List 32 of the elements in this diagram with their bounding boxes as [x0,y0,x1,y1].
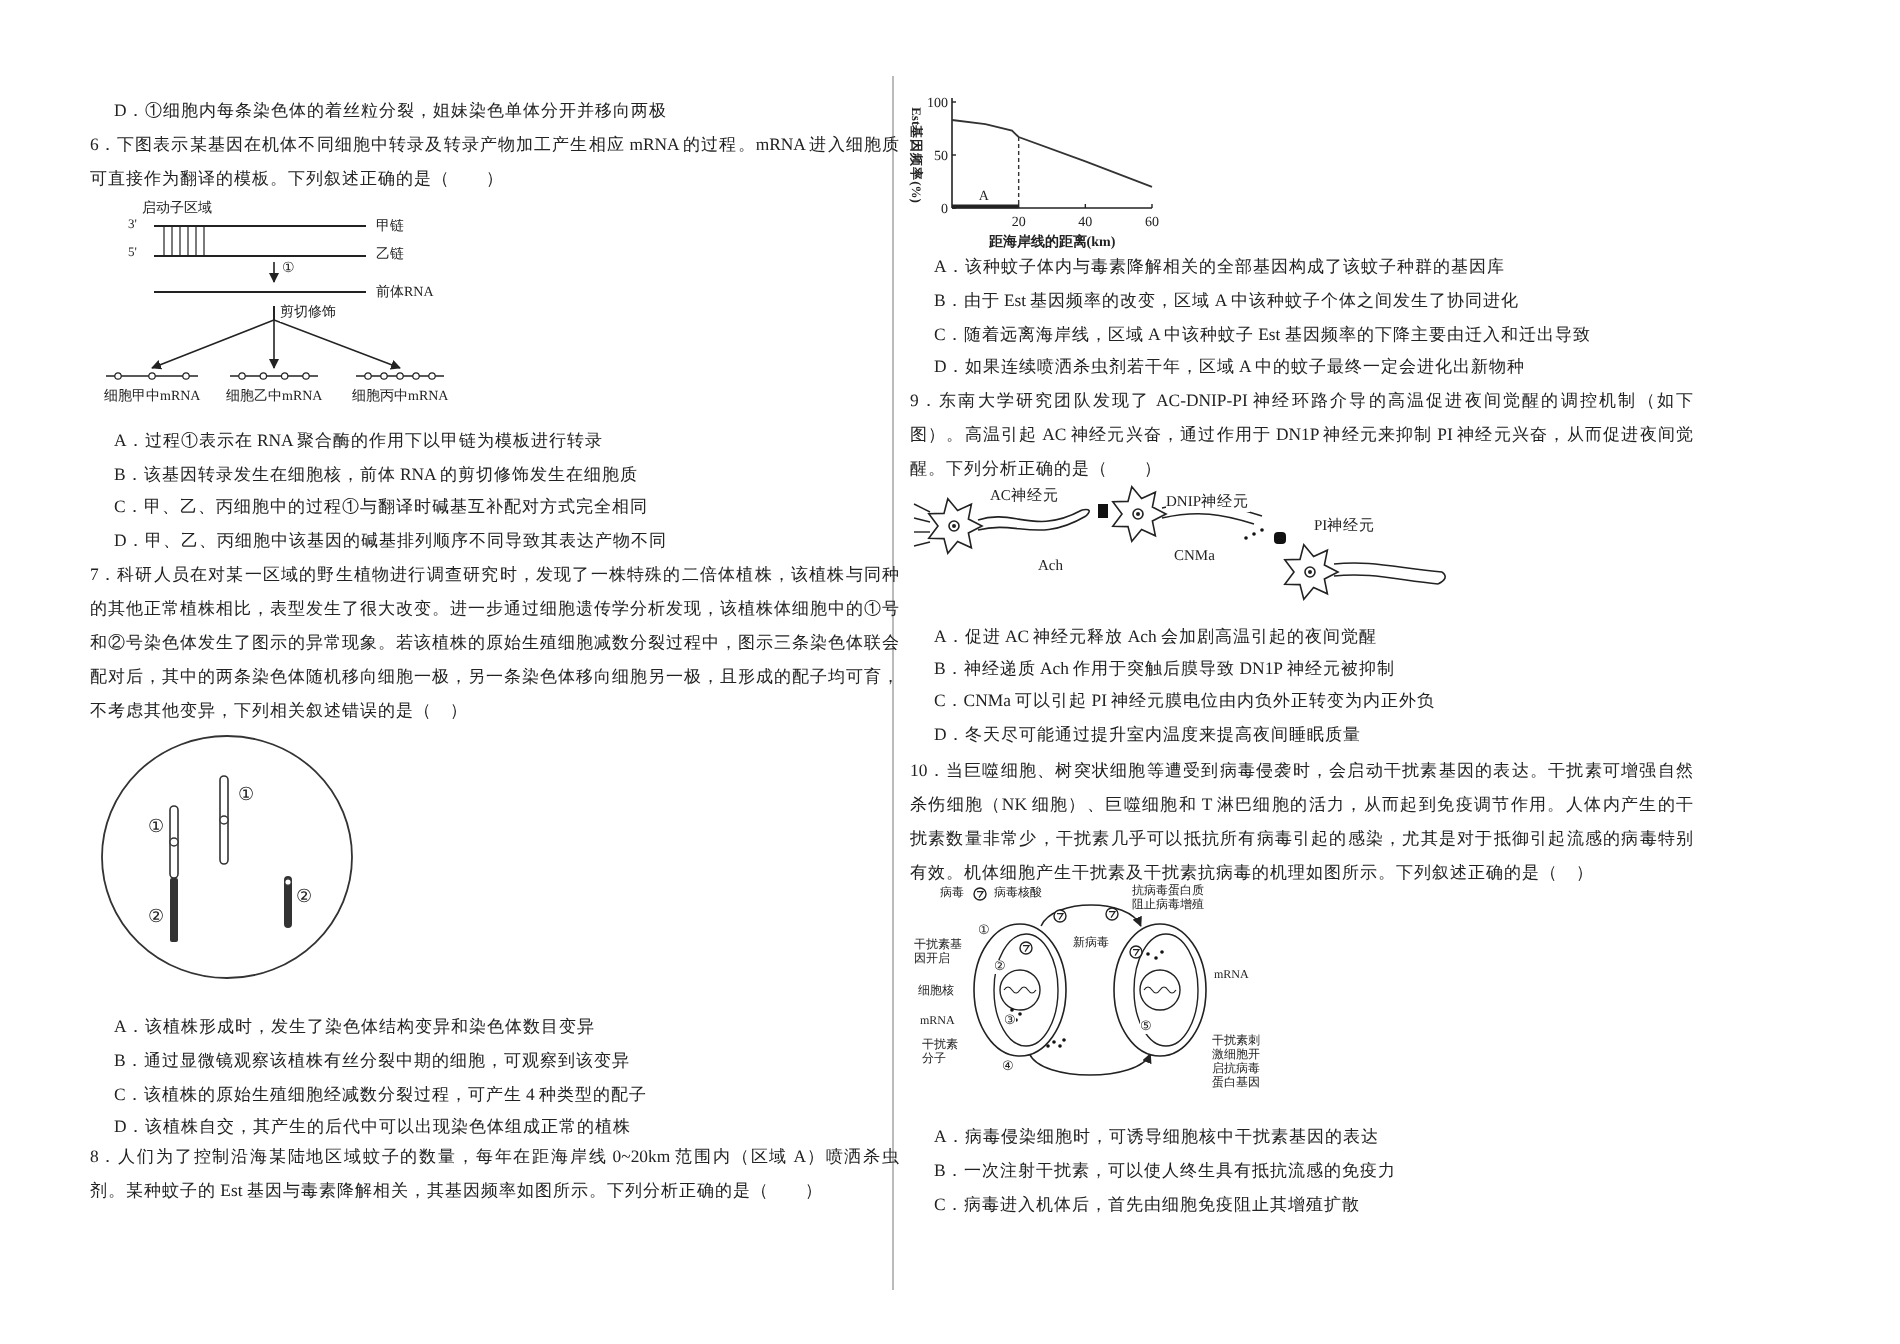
question-text: 9．东南大学研究团队发现了 AC-DNIP-PI 神经环路介导的高温促进夜间觉醒的调控机制（如下图）。高温引起 AC 神经元兴奋，通过作用于 DN1P 神经元来抑制 PI 神经元兴奋，从而促进夜间觉醒。下列分析正确的是（ ） [910,388,1694,482]
answer-option: C．病毒进入机体后，首先由细胞免疫阻止其增殖扩散 [934,1188,1714,1222]
arrow [269,261,279,283]
answer-option: B．通过显微镜观察该植株有丝分裂中期的细胞，可观察到该变异 [114,1044,894,1078]
answer-option: D．甲、乙、丙细胞中该基因的碱基排列顺序不同导致其表达产物不同 [114,524,894,558]
answer-option: D．①细胞内每条染色体的着丝粒分裂，姐妹染色单体分开并移向两极 [114,94,894,128]
answer-option: A．过程①表示在 RNA 聚合酶的作用下以甲链为模板进行转录 [114,424,894,458]
answer-option: C．该植株的原始生殖细胞经减数分裂过程，可产生 4 种类型的配子 [114,1078,894,1112]
arrow [1028,1053,1152,1076]
answer-option: B．神经递质 Ach 作用于突触后膜导致 DN1P 神经元被抑制 [934,652,1714,686]
arrow [1040,904,1142,927]
arrow [273,305,401,370]
answer-option: A．该植株形成时，发生了染色体结构变异和染色体数目变异 [114,1010,894,1044]
question-text: 6．下图表示某基因在机体不同细胞中转录及转录产物加工产生相应 mRNA 的过程。mRNA 进入细胞质可直接作为翻译的模板。下列叙述正确的是（ ） [90,132,900,192]
question-text: 8．人们为了控制沿海某陆地区域蚊子的数量，每年在距海岸线 0~20km 范围内（区域 A）喷洒杀虫剂。某种蚊子的 Est 基因与毒素降解相关，其基因频率如图所示。下列分析正确的是（ ） [90,1144,900,1204]
answer-option: A．该种蚊子体内与毒素降解相关的全部基因构成了该蚊子种群的基因库 [934,250,1734,284]
question-text: 7．科研人员在对某一区域的野生植物进行调查研究时，发现了一株特殊的二倍体植株，该植株与同种的其他正常植株相比，表型发生了很大改变。进一步通过细胞遗传学分析发现，该植株体细胞中的①号和②号染色体发生了图示的异常现象。若该植株的原始生殖细胞减数分裂过程中，图示三条染色体联会配对后，其中的两条染色体随机移向细胞一极，另一条染色体移向细胞另一极，且形成的配子均可育，不考虑其他变异，下列相关叙述错误的是（ ） [90,562,900,724]
chromosome-number: ② [148,906,164,927]
answer-option: C．甲、乙、丙细胞中的过程①与翻译时碱基互补配对方式完全相同 [114,490,894,524]
chromosome-number: ① [238,784,254,805]
answer-option: A．病毒侵染细胞时，可诱导细胞核中干扰素基因的表达 [934,1120,1714,1154]
answer-option: B．由于 Est 基因频率的改变，区域 A 中该种蚊子个体之间发生了协同进化 [934,284,1734,318]
chromosome-number: ① [148,816,164,837]
answer-option: B．该基因转录发生在细胞核，前体 RNA 的剪切修饰发生在细胞质 [114,458,894,492]
answer-option: B．一次注射干扰素，可以使人终生具有抵抗流感的免疫力 [934,1154,1714,1188]
answer-option: D．冬天尽可能通过提升室内温度来提高夜间睡眠质量 [934,718,1714,752]
chromosome-number: ② [296,886,312,907]
answer-option: C．随着远离海岸线，区域 A 中该种蚊子 Est 基因频率的下降主要由迁入和迁出导致 [934,318,1734,352]
answer-option: A．促进 AC 神经元释放 Ach 会加剧高温引起的夜间觉醒 [934,620,1714,654]
answer-option: D．如果连续喷洒杀虫剂若干年，区域 A 中的蚊子最终一定会进化出新物种 [934,350,1734,384]
answer-option: D．该植株自交，其产生的后代中可以出现染色体组成正常的植株 [114,1110,894,1144]
answer-option: C．CNMa 可以引起 PI 神经元膜电位由内负外正转变为内正外负 [934,684,1714,718]
